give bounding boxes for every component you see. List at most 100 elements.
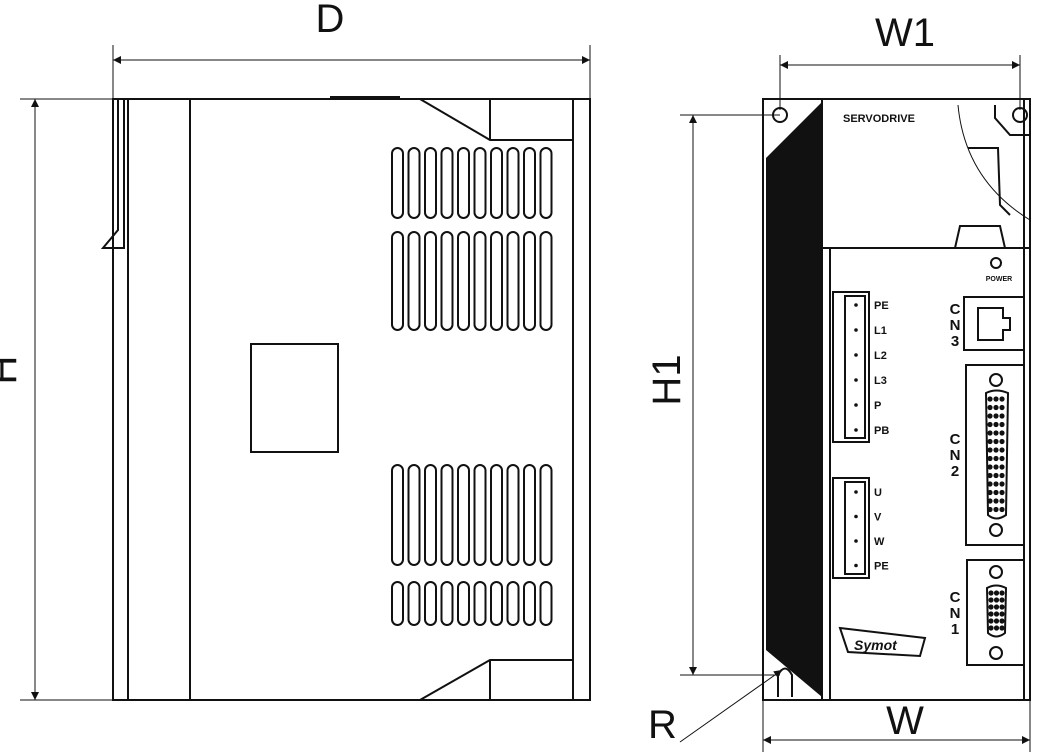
pin — [999, 611, 1005, 617]
side-vents — [391, 147, 553, 626]
vent-slot — [473, 231, 487, 331]
pin — [993, 455, 999, 462]
terminal-label: PE — [874, 561, 889, 573]
pin — [993, 618, 1000, 624]
vent-slot — [457, 231, 470, 331]
pin — [999, 498, 1005, 504]
pin — [993, 472, 999, 479]
terminal-screw — [854, 539, 858, 543]
connector-label: C — [950, 431, 961, 448]
vent-slot — [506, 464, 520, 566]
dimension-h: H — [0, 98, 113, 701]
vent-slot — [424, 464, 437, 566]
motor-terminal-labels: U VW PE — [854, 487, 889, 573]
symot-logo — [838, 626, 927, 658]
vent-slot — [490, 464, 503, 566]
pin — [993, 481, 999, 487]
pin — [993, 604, 1000, 610]
pin — [988, 604, 994, 610]
dimension-d: D — [112, 0, 591, 99]
cn2-port — [965, 364, 1025, 546]
pin — [999, 472, 1005, 479]
terminal-label: V — [874, 512, 882, 524]
dimension-w: W — [762, 699, 1031, 752]
vent-slot — [523, 147, 536, 219]
side-bottom-bracket — [419, 659, 573, 701]
pin — [993, 421, 999, 428]
terminal-label: W — [874, 536, 885, 548]
terminal-screw — [854, 353, 858, 357]
vent-slot — [539, 464, 553, 566]
terminal-label: PE — [874, 300, 889, 312]
pin — [987, 421, 993, 428]
pin — [999, 489, 1005, 496]
side-body-outline — [112, 98, 591, 701]
pin — [993, 590, 1000, 596]
terminal-screw — [854, 403, 858, 407]
pin — [987, 472, 993, 479]
vent-slot — [391, 581, 404, 626]
pin — [999, 625, 1005, 631]
vent-slot — [506, 581, 520, 626]
vent-slot — [539, 581, 553, 626]
connector-label: N — [950, 605, 961, 622]
side-label-window — [250, 343, 339, 453]
pin — [993, 506, 999, 513]
connector-label: 3 — [951, 333, 959, 350]
pin — [999, 455, 1005, 462]
power-terminal-block — [832, 291, 870, 443]
connector-label: N — [950, 447, 961, 464]
connector-label: 1 — [951, 621, 959, 638]
pin — [999, 421, 1005, 428]
dimension-r: R — [648, 669, 783, 747]
dimension-r-label: R — [648, 703, 677, 747]
vent-slot — [490, 231, 503, 331]
pin — [987, 447, 993, 453]
vent-slot — [506, 147, 520, 219]
dimension-h-label: H — [0, 356, 25, 385]
vent-slot — [424, 581, 437, 626]
pin — [987, 481, 993, 487]
terminal-screw — [854, 563, 858, 568]
pin — [993, 464, 999, 470]
vent-slot — [457, 464, 470, 566]
dimension-h1: H1 — [645, 114, 780, 676]
terminal-screw — [854, 303, 858, 307]
pin — [999, 438, 1005, 445]
vent-slot — [539, 147, 553, 219]
pin — [987, 464, 993, 470]
dimension-w-label: W — [886, 699, 924, 743]
pin — [993, 625, 1000, 631]
connector-label: N — [950, 317, 961, 334]
pin — [999, 604, 1005, 610]
pin — [999, 590, 1005, 596]
brand-text: SERVODRIVE — [843, 113, 915, 125]
pin — [993, 413, 999, 419]
pin — [987, 430, 993, 436]
pin — [993, 597, 1000, 603]
vent-slot — [440, 147, 454, 219]
vent-slot — [391, 231, 404, 331]
pin — [993, 498, 999, 504]
vent-slot — [391, 464, 404, 566]
pin — [999, 404, 1005, 411]
dimension-d-label: D — [316, 0, 345, 41]
motor-terminal-block — [832, 477, 870, 579]
connector-label: C — [950, 589, 961, 606]
terminal-label: U — [874, 487, 882, 499]
pin — [999, 396, 1005, 402]
pin — [987, 438, 993, 445]
vent-slot — [407, 581, 421, 626]
cover-arc — [957, 104, 1031, 221]
pin — [987, 489, 993, 496]
pin — [993, 396, 999, 402]
pin — [999, 481, 1005, 487]
cn3-port — [963, 296, 1025, 351]
front-body-outline — [762, 98, 1031, 701]
pin — [999, 618, 1005, 624]
vent-slot — [490, 147, 503, 219]
pin — [999, 597, 1005, 603]
pin — [987, 455, 993, 462]
